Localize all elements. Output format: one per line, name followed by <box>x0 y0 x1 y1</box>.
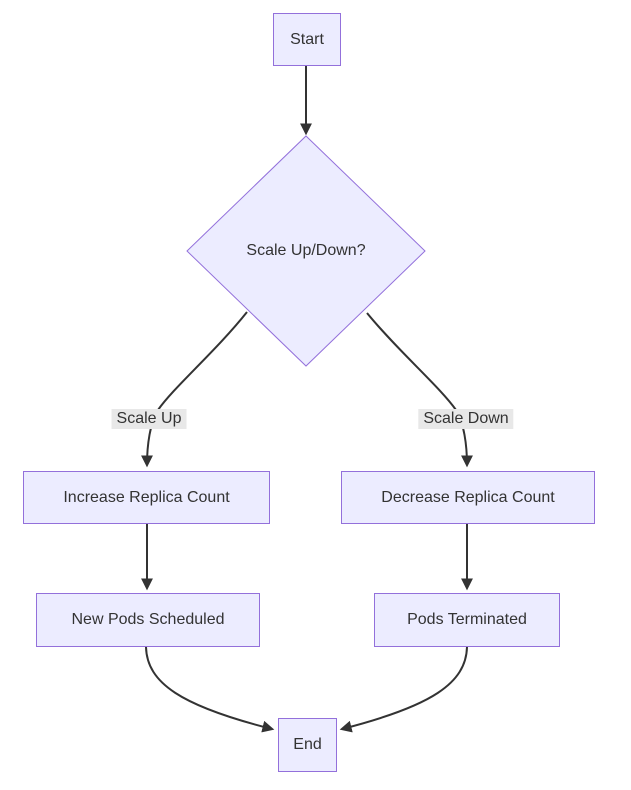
edge-decision-increase <box>141 311 248 468</box>
node-end: End <box>278 718 337 772</box>
edge-terminated-end <box>339 646 468 733</box>
edge-label-scale-up: Scale Up <box>111 409 187 429</box>
node-new-pods-scheduled: New Pods Scheduled <box>36 593 260 647</box>
node-decision-label: Scale Up/Down? <box>246 242 366 259</box>
node-decrease-replica-count: Decrease Replica Count <box>341 471 595 524</box>
node-increase-replica-count: Increase Replica Count <box>23 471 270 524</box>
edge-label-scale-down: Scale Down <box>418 409 514 429</box>
edge-newpods-end <box>145 646 275 733</box>
node-start: Start <box>273 13 341 66</box>
decision-diamond-shape <box>186 135 426 367</box>
edge-decision-decrease <box>366 312 473 468</box>
node-pods-terminated: Pods Terminated <box>374 593 560 647</box>
